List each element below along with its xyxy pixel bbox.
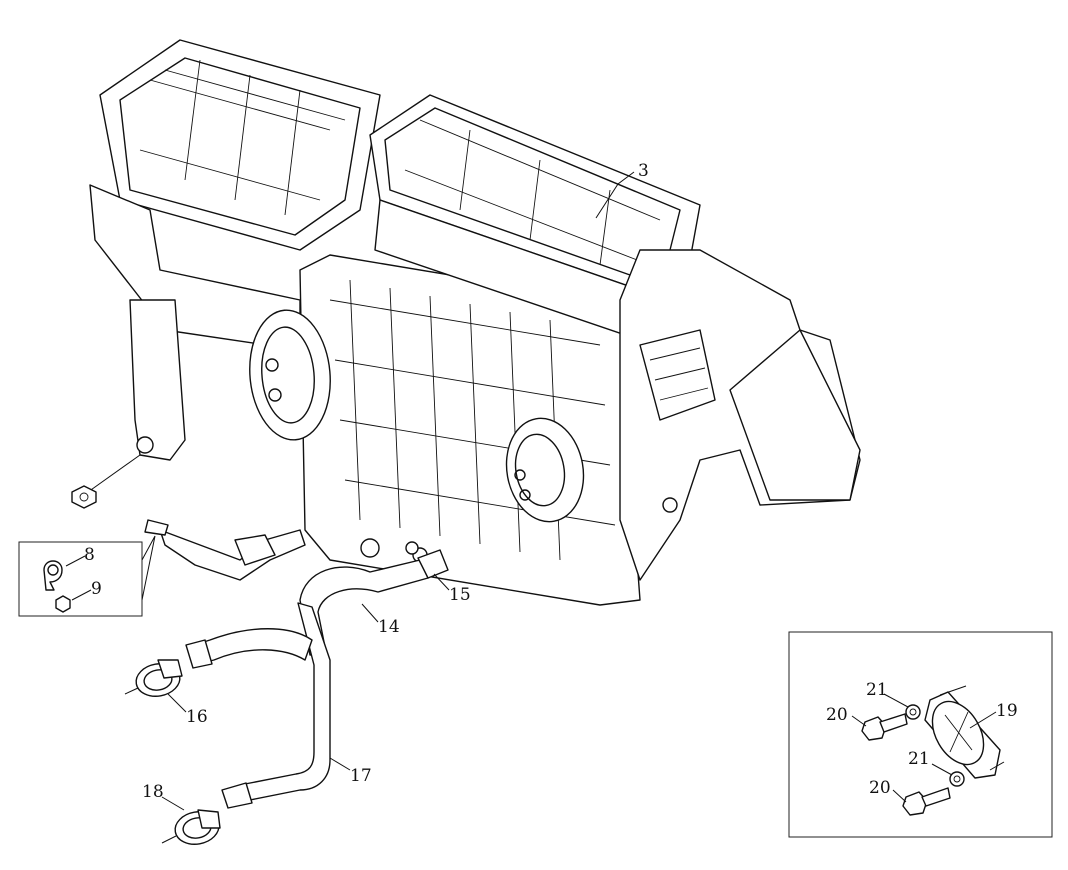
callout-21b: 21 <box>908 749 930 769</box>
heater-hoses <box>185 541 449 809</box>
callout-21a: 21 <box>866 680 888 700</box>
hose-clamp-18 <box>161 809 221 845</box>
callout-3: 3 <box>638 161 649 181</box>
hvac-housing-assembly <box>89 39 861 606</box>
leader-lines <box>65 171 997 811</box>
callout-20b: 20 <box>869 778 891 798</box>
detail-box-cover <box>788 631 1053 838</box>
callout-18: 18 <box>142 782 164 802</box>
callout-17: 17 <box>350 766 372 786</box>
callout-9: 9 <box>91 579 102 599</box>
detail-box-clip <box>18 535 156 617</box>
hose-clamp-16 <box>124 659 183 697</box>
callout-20a: 20 <box>826 705 848 725</box>
callout-15: 15 <box>449 585 471 605</box>
callout-19: 19 <box>996 701 1018 721</box>
callout-8: 8 <box>84 545 95 565</box>
callout-labels: 3 8 9 14 15 16 17 18 19 20 20 21 21 <box>84 161 1018 802</box>
callout-16: 16 <box>186 707 208 727</box>
callout-14: 14 <box>378 617 400 637</box>
nut <box>71 454 141 509</box>
